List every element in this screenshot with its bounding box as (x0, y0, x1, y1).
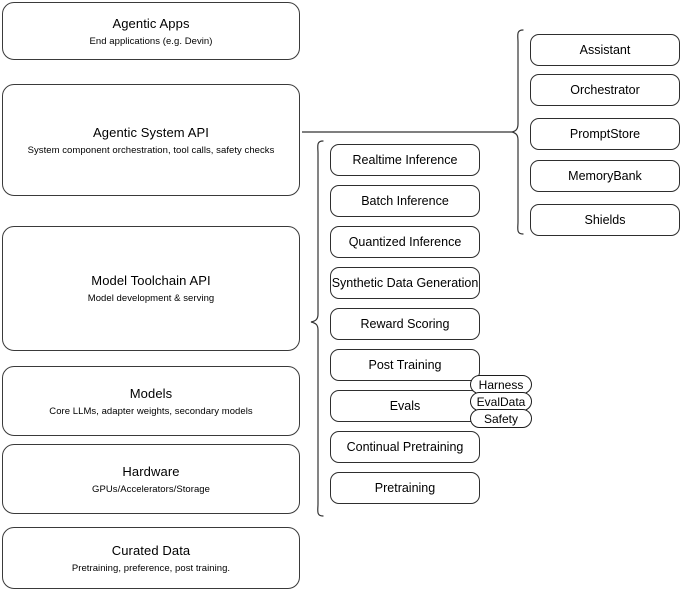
layer-subtitle: Core LLMs, adapter weights, secondary mo… (49, 405, 253, 417)
layer-title: Models (129, 385, 173, 401)
layer-subtitle: End applications (e.g. Devin) (89, 35, 213, 47)
toolchain-item-realtime-inference[interactable]: Realtime Inference (330, 144, 480, 176)
layer-box-models[interactable]: Models Core LLMs, adapter weights, secon… (2, 366, 300, 436)
layer-title: Curated Data (111, 542, 191, 558)
toolchain-item-label: Pretraining (374, 481, 436, 495)
eval-pill-label: Safety (483, 411, 519, 426)
layer-title: Model Toolchain API (91, 273, 211, 288)
agentic-component-label: MemoryBank (568, 169, 642, 183)
agentic-component-shields[interactable]: Shields (530, 204, 680, 236)
agentic-component-memorybank[interactable]: MemoryBank (530, 160, 680, 192)
eval-pill-label: EvalData (476, 394, 526, 409)
toolchain-item-label: Quantized Inference (348, 235, 462, 249)
toolchain-item-label: Synthetic Data Generation (331, 276, 479, 290)
toolchain-item-synthetic-data-generation[interactable]: Synthetic Data Generation (330, 267, 480, 299)
layer-title: Agentic System API (93, 124, 209, 140)
layer-title: Hardware (122, 463, 180, 479)
agentic-component-label: Orchestrator (570, 83, 640, 97)
agentic-component-assistant[interactable]: Assistant (530, 34, 680, 66)
toolchain-item-continual-pretraining[interactable]: Continual Pretraining (330, 431, 480, 463)
toolchain-item-evals[interactable]: Evals (330, 390, 480, 422)
layer-subtitle: System component orchestration, tool cal… (27, 144, 275, 156)
toolchain-item-batch-inference[interactable]: Batch Inference (330, 185, 480, 217)
toolchain-item-pretraining[interactable]: Pretraining (330, 472, 480, 504)
toolchain-item-label: Continual Pretraining (346, 440, 464, 454)
toolchain-item-label: Post Training (368, 358, 442, 372)
agentic-component-orchestrator[interactable]: Orchestrator (530, 74, 680, 106)
toolchain-item-reward-scoring[interactable]: Reward Scoring (330, 308, 480, 340)
agentic-component-label: Assistant (579, 43, 631, 57)
toolchain-item-label: Realtime Inference (352, 153, 458, 167)
toolchain-item-label: Batch Inference (361, 194, 449, 208)
layer-title: Agentic Apps (112, 15, 190, 31)
layer-box-model-toolchain-api[interactable]: Model Toolchain API Model development & … (2, 226, 300, 351)
toolchain-item-label: Reward Scoring (360, 317, 450, 331)
toolchain-item-post-training[interactable]: Post Training (330, 349, 480, 381)
agentic-component-promptstore[interactable]: PromptStore (530, 118, 680, 150)
toolchain-item-quantized-inference[interactable]: Quantized Inference (330, 226, 480, 258)
eval-pill-label: Harness (478, 377, 524, 392)
agentic-component-label: PromptStore (569, 127, 641, 141)
layer-box-agentic-system-api[interactable]: Agentic System API System component orch… (2, 84, 300, 196)
agentic-component-label: Shields (584, 213, 626, 227)
layer-box-agentic-apps[interactable]: Agentic Apps End applications (e.g. Devi… (2, 2, 300, 60)
layer-subtitle: GPUs/Accelerators/Storage (92, 483, 210, 495)
layer-subtitle: Model development & serving (87, 293, 215, 304)
layer-box-curated-data[interactable]: Curated Data Pretraining, preference, po… (2, 527, 300, 589)
layer-subtitle: Pretraining, preference, post training. (71, 562, 231, 574)
layer-box-hardware[interactable]: Hardware GPUs/Accelerators/Storage (2, 444, 300, 514)
eval-pill-safety[interactable]: Safety (470, 409, 532, 428)
toolchain-item-label: Evals (389, 399, 421, 413)
